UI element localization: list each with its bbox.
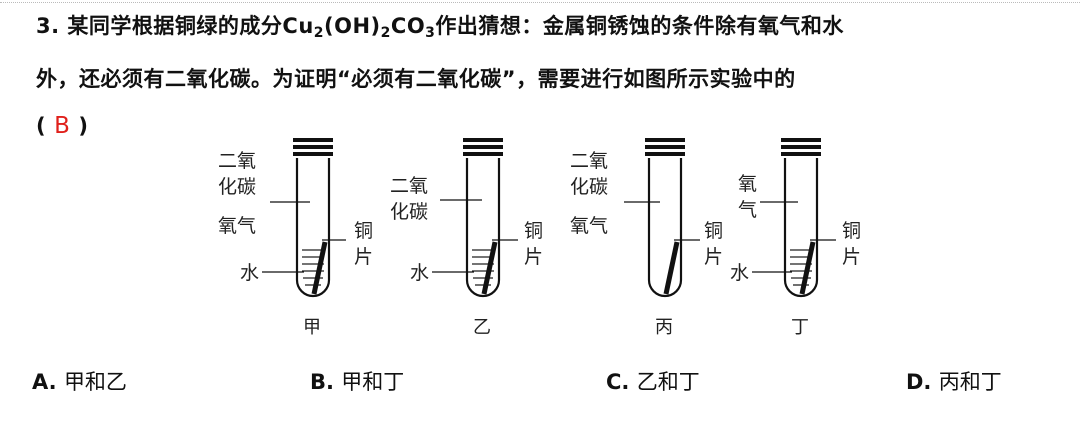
question-text-1c: CO — [390, 14, 426, 38]
label-copper-a: 铜 — [704, 220, 723, 242]
copper-strip — [481, 241, 498, 295]
question-line-2: 外，还必须有二氧化碳。为证明“必须有二氧化碳”，需要进行如图所示实验中的 — [36, 67, 796, 91]
subscript-3: 3 — [425, 25, 436, 41]
tube-glass — [647, 158, 683, 298]
label-copper-a: 铜 — [524, 220, 543, 242]
tube-glass — [465, 158, 501, 298]
tube-bing: 二氧 化碳 氧气 铜 片 丙 — [570, 138, 723, 338]
option-text: 甲和乙 — [63, 370, 127, 394]
label-co2-b: 化碳 — [570, 176, 608, 198]
tube-yi: 二氧 化碳 水 铜 片 乙 — [390, 138, 543, 338]
label-o2-b: 气 — [738, 199, 757, 221]
caption-bing: 丙 — [655, 317, 673, 338]
caption-jia: 甲 — [303, 317, 321, 338]
answer-value: B — [54, 113, 71, 139]
label-co2-b: 化碳 — [218, 176, 256, 198]
label-water: 水 — [240, 262, 259, 284]
question-text-1d: 作出猜想：金属铜锈蚀的条件除有氧气和水 — [435, 14, 844, 38]
copper-strip — [663, 241, 680, 295]
tube-glass — [295, 158, 331, 298]
label-copper-b: 片 — [842, 246, 861, 268]
paren-close: ) — [78, 114, 89, 138]
tube-ding: 氧 气 水 铜 片 丁 — [730, 138, 861, 338]
tube-glass — [783, 158, 819, 298]
question-line-1: 3. 某同学根据铜绿的成分Cu2(OH)2CO3作出猜想：金属铜锈蚀的条件除有氧… — [36, 12, 844, 47]
paren-open: ( — [36, 114, 47, 138]
label-copper-b: 片 — [704, 246, 723, 268]
subscript-2a: 2 — [313, 25, 325, 41]
option-letter: C. — [606, 370, 630, 394]
question-text-1a: 某同学根据铜绿的成分Cu — [67, 14, 314, 38]
label-co2-a: 二氧 — [390, 175, 428, 197]
stopper-band — [293, 138, 333, 142]
label-copper-a: 铜 — [354, 220, 373, 242]
question-text-1b: (OH) — [324, 14, 381, 38]
label-o2: 氧气 — [218, 215, 256, 237]
label-co2-a: 二氧 — [570, 150, 608, 172]
tube-jia: 二氧 化碳 氧气 水 铜 片 甲 — [218, 138, 373, 338]
stopper-band — [293, 152, 333, 156]
label-water: 水 — [410, 262, 429, 284]
option-letter: D. — [906, 370, 932, 394]
option-letter: A. — [32, 370, 57, 394]
option-b[interactable]: B. 甲和丁 — [310, 366, 404, 396]
option-text: 丙和丁 — [938, 370, 1002, 394]
label-co2-a: 二氧 — [218, 150, 256, 172]
subscript-2b: 2 — [380, 25, 391, 41]
option-letter: B. — [310, 370, 334, 394]
label-water: 水 — [730, 262, 749, 284]
copper-strip — [799, 241, 816, 295]
option-a[interactable]: A. 甲和乙 — [32, 366, 127, 396]
label-o2: 氧气 — [570, 215, 608, 237]
label-o2-a: 氧 — [738, 173, 757, 195]
caption-yi: 乙 — [473, 317, 491, 338]
copper-strip — [311, 241, 328, 295]
label-copper-a: 铜 — [842, 220, 861, 242]
label-copper-b: 片 — [524, 246, 543, 268]
caption-ding: 丁 — [791, 317, 809, 338]
label-co2-b: 化碳 — [390, 201, 428, 223]
label-copper-b: 片 — [354, 246, 373, 268]
top-dotted-rule — [0, 2, 1080, 3]
question-number: 3. — [36, 14, 60, 38]
option-c[interactable]: C. 乙和丁 — [606, 366, 700, 396]
option-d[interactable]: D. 丙和丁 — [906, 366, 1002, 396]
stopper-band — [293, 145, 333, 149]
option-text: 甲和丁 — [341, 370, 405, 394]
answer-line: ( B) — [36, 112, 89, 140]
option-text: 乙和丁 — [636, 370, 700, 394]
